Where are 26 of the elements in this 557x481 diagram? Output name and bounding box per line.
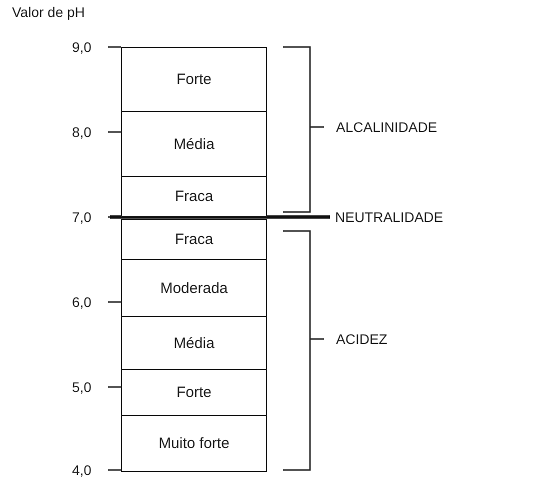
- segment-label: Muito forte: [158, 434, 230, 452]
- tick-label: 6,0: [72, 294, 92, 310]
- category-label: NEUTRALIDADE: [335, 209, 444, 225]
- segment-label: Média: [174, 334, 214, 352]
- scale-segment: [121, 259, 267, 318]
- segment-label: Média: [174, 136, 214, 153]
- tick-label: 5,0: [72, 379, 92, 395]
- axis-title: Valor de pH: [12, 4, 85, 20]
- segment-label: Fraca: [174, 188, 214, 205]
- scale-segment: [121, 415, 267, 472]
- tick-label: 7,0: [72, 209, 92, 225]
- segment-label: Moderada: [160, 280, 228, 297]
- scale-segment: [121, 47, 267, 112]
- scale-segment: [121, 111, 267, 178]
- tick-label: 9,0: [72, 39, 92, 55]
- category-label: ACIDEZ: [336, 331, 388, 347]
- segment-label: Forte: [176, 384, 212, 402]
- scale-segment: [121, 176, 267, 216]
- segment-label: Fraca: [174, 231, 214, 248]
- tick-label: 4,0: [72, 462, 92, 478]
- segment-label: Forte: [176, 71, 212, 88]
- scale-segment: [121, 316, 267, 370]
- category-label: ALCALINIDADE: [336, 119, 438, 135]
- tick-label: 8,0: [72, 124, 92, 140]
- scale-segment: [121, 369, 267, 416]
- scale-segment: [121, 219, 267, 260]
